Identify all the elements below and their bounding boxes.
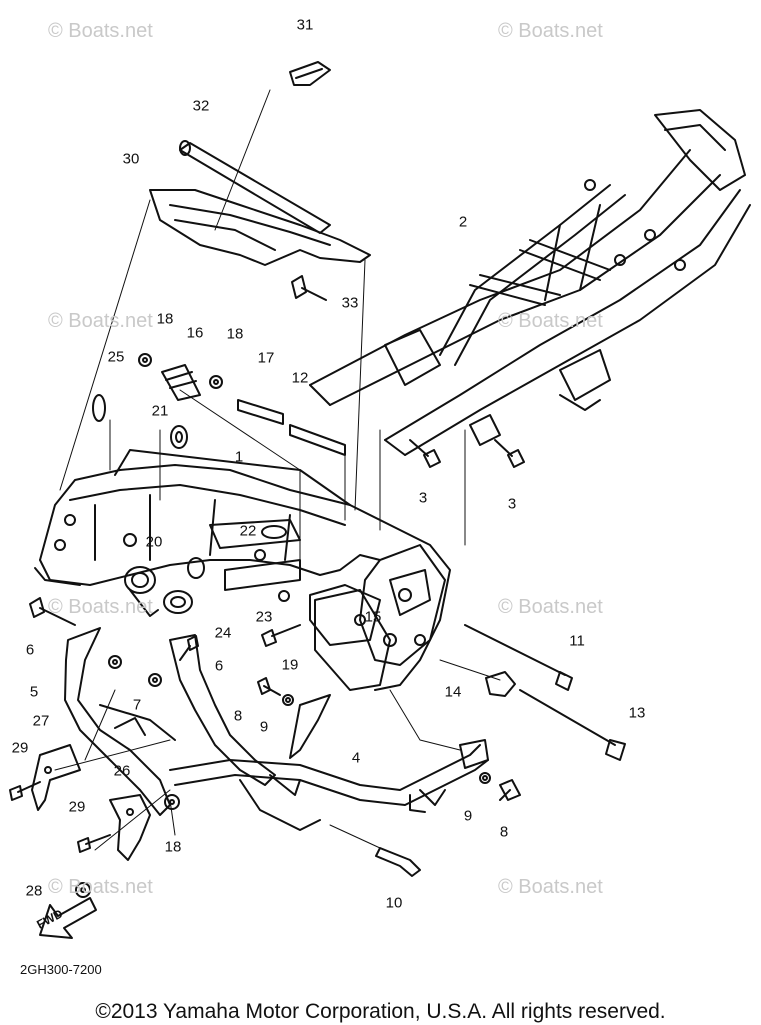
callout-11[interactable]: 11 <box>569 632 585 650</box>
watermark: © Boats.net <box>48 20 153 42</box>
clip-part[interactable] <box>289 61 331 86</box>
callout-6[interactable]: 6 <box>25 641 35 659</box>
callout-3[interactable]: 3 <box>418 489 428 507</box>
callout-27[interactable]: 27 <box>32 712 50 730</box>
callout-20[interactable]: 20 <box>145 533 163 551</box>
callout-26[interactable]: 26 <box>113 762 131 780</box>
watermark: © Boats.net <box>48 876 153 898</box>
watermark: © Boats.net <box>498 20 603 42</box>
callout-18[interactable]: 18 <box>156 310 174 328</box>
callout-23[interactable]: 23 <box>255 608 273 626</box>
cover-plate-part[interactable] <box>149 189 371 266</box>
watermark: © Boats.net <box>498 596 603 618</box>
diagram-code: 2GH300-7200 <box>20 962 102 977</box>
callout-14[interactable]: 14 <box>444 683 462 701</box>
bushing-parts[interactable] <box>92 353 346 539</box>
callout-18[interactable]: 18 <box>226 325 244 343</box>
callout-29[interactable]: 29 <box>11 739 29 757</box>
callout-24[interactable]: 24 <box>214 624 232 642</box>
watermark: © Boats.net <box>48 310 153 332</box>
copyright-notice: ©2013 Yamaha Motor Corporation, U.S.A. A… <box>95 1000 666 1023</box>
watermark: © Boats.net <box>498 310 603 332</box>
callout-22[interactable]: 22 <box>239 522 257 540</box>
callout-9[interactable]: 9 <box>259 718 269 736</box>
callout-28[interactable]: 28 <box>25 882 43 900</box>
callout-29[interactable]: 29 <box>68 798 86 816</box>
callout-25[interactable]: 25 <box>107 348 125 366</box>
lower-rail-part[interactable] <box>169 739 489 831</box>
callout-17[interactable]: 17 <box>257 349 275 367</box>
callout-4[interactable]: 4 <box>351 749 361 767</box>
callout-12[interactable]: 12 <box>291 369 309 387</box>
callout-7[interactable]: 7 <box>132 696 142 714</box>
callout-19[interactable]: 19 <box>281 656 299 674</box>
callout-18[interactable]: 18 <box>164 838 182 856</box>
nut-parts[interactable] <box>75 584 516 898</box>
bolt-33-part[interactable] <box>291 275 327 301</box>
callout-6[interactable]: 6 <box>214 657 224 675</box>
callout-21[interactable]: 21 <box>151 402 169 420</box>
watermark: © Boats.net <box>498 876 603 898</box>
callout-30[interactable]: 30 <box>122 150 140 168</box>
callout-10[interactable]: 10 <box>385 894 403 912</box>
callout-5[interactable]: 5 <box>29 683 39 701</box>
callout-1[interactable]: 1 <box>234 448 244 466</box>
callout-33[interactable]: 33 <box>341 294 359 312</box>
bracket-parts[interactable] <box>31 744 151 861</box>
callout-13[interactable]: 13 <box>628 704 646 722</box>
main-frame-part[interactable] <box>34 449 451 691</box>
front-down-tube-part[interactable] <box>64 627 331 816</box>
callout-8[interactable]: 8 <box>233 707 243 725</box>
callout-2[interactable]: 2 <box>458 213 468 231</box>
fwd-arrow-icon <box>39 897 97 939</box>
grommet-parts[interactable] <box>124 557 205 617</box>
bolt-parts[interactable] <box>9 439 626 877</box>
callout-32[interactable]: 32 <box>192 97 210 115</box>
callout-15[interactable]: 15 <box>364 608 382 626</box>
watermark: © Boats.net <box>48 596 153 618</box>
rear-frame-part[interactable] <box>309 109 751 456</box>
callout-3[interactable]: 3 <box>507 495 517 513</box>
callout-31[interactable]: 31 <box>296 16 314 34</box>
tube-part[interactable] <box>179 140 331 234</box>
callout-9[interactable]: 9 <box>463 807 473 825</box>
leader-lines <box>54 89 501 851</box>
callout-16[interactable]: 16 <box>186 324 204 342</box>
callout-8[interactable]: 8 <box>499 823 509 841</box>
